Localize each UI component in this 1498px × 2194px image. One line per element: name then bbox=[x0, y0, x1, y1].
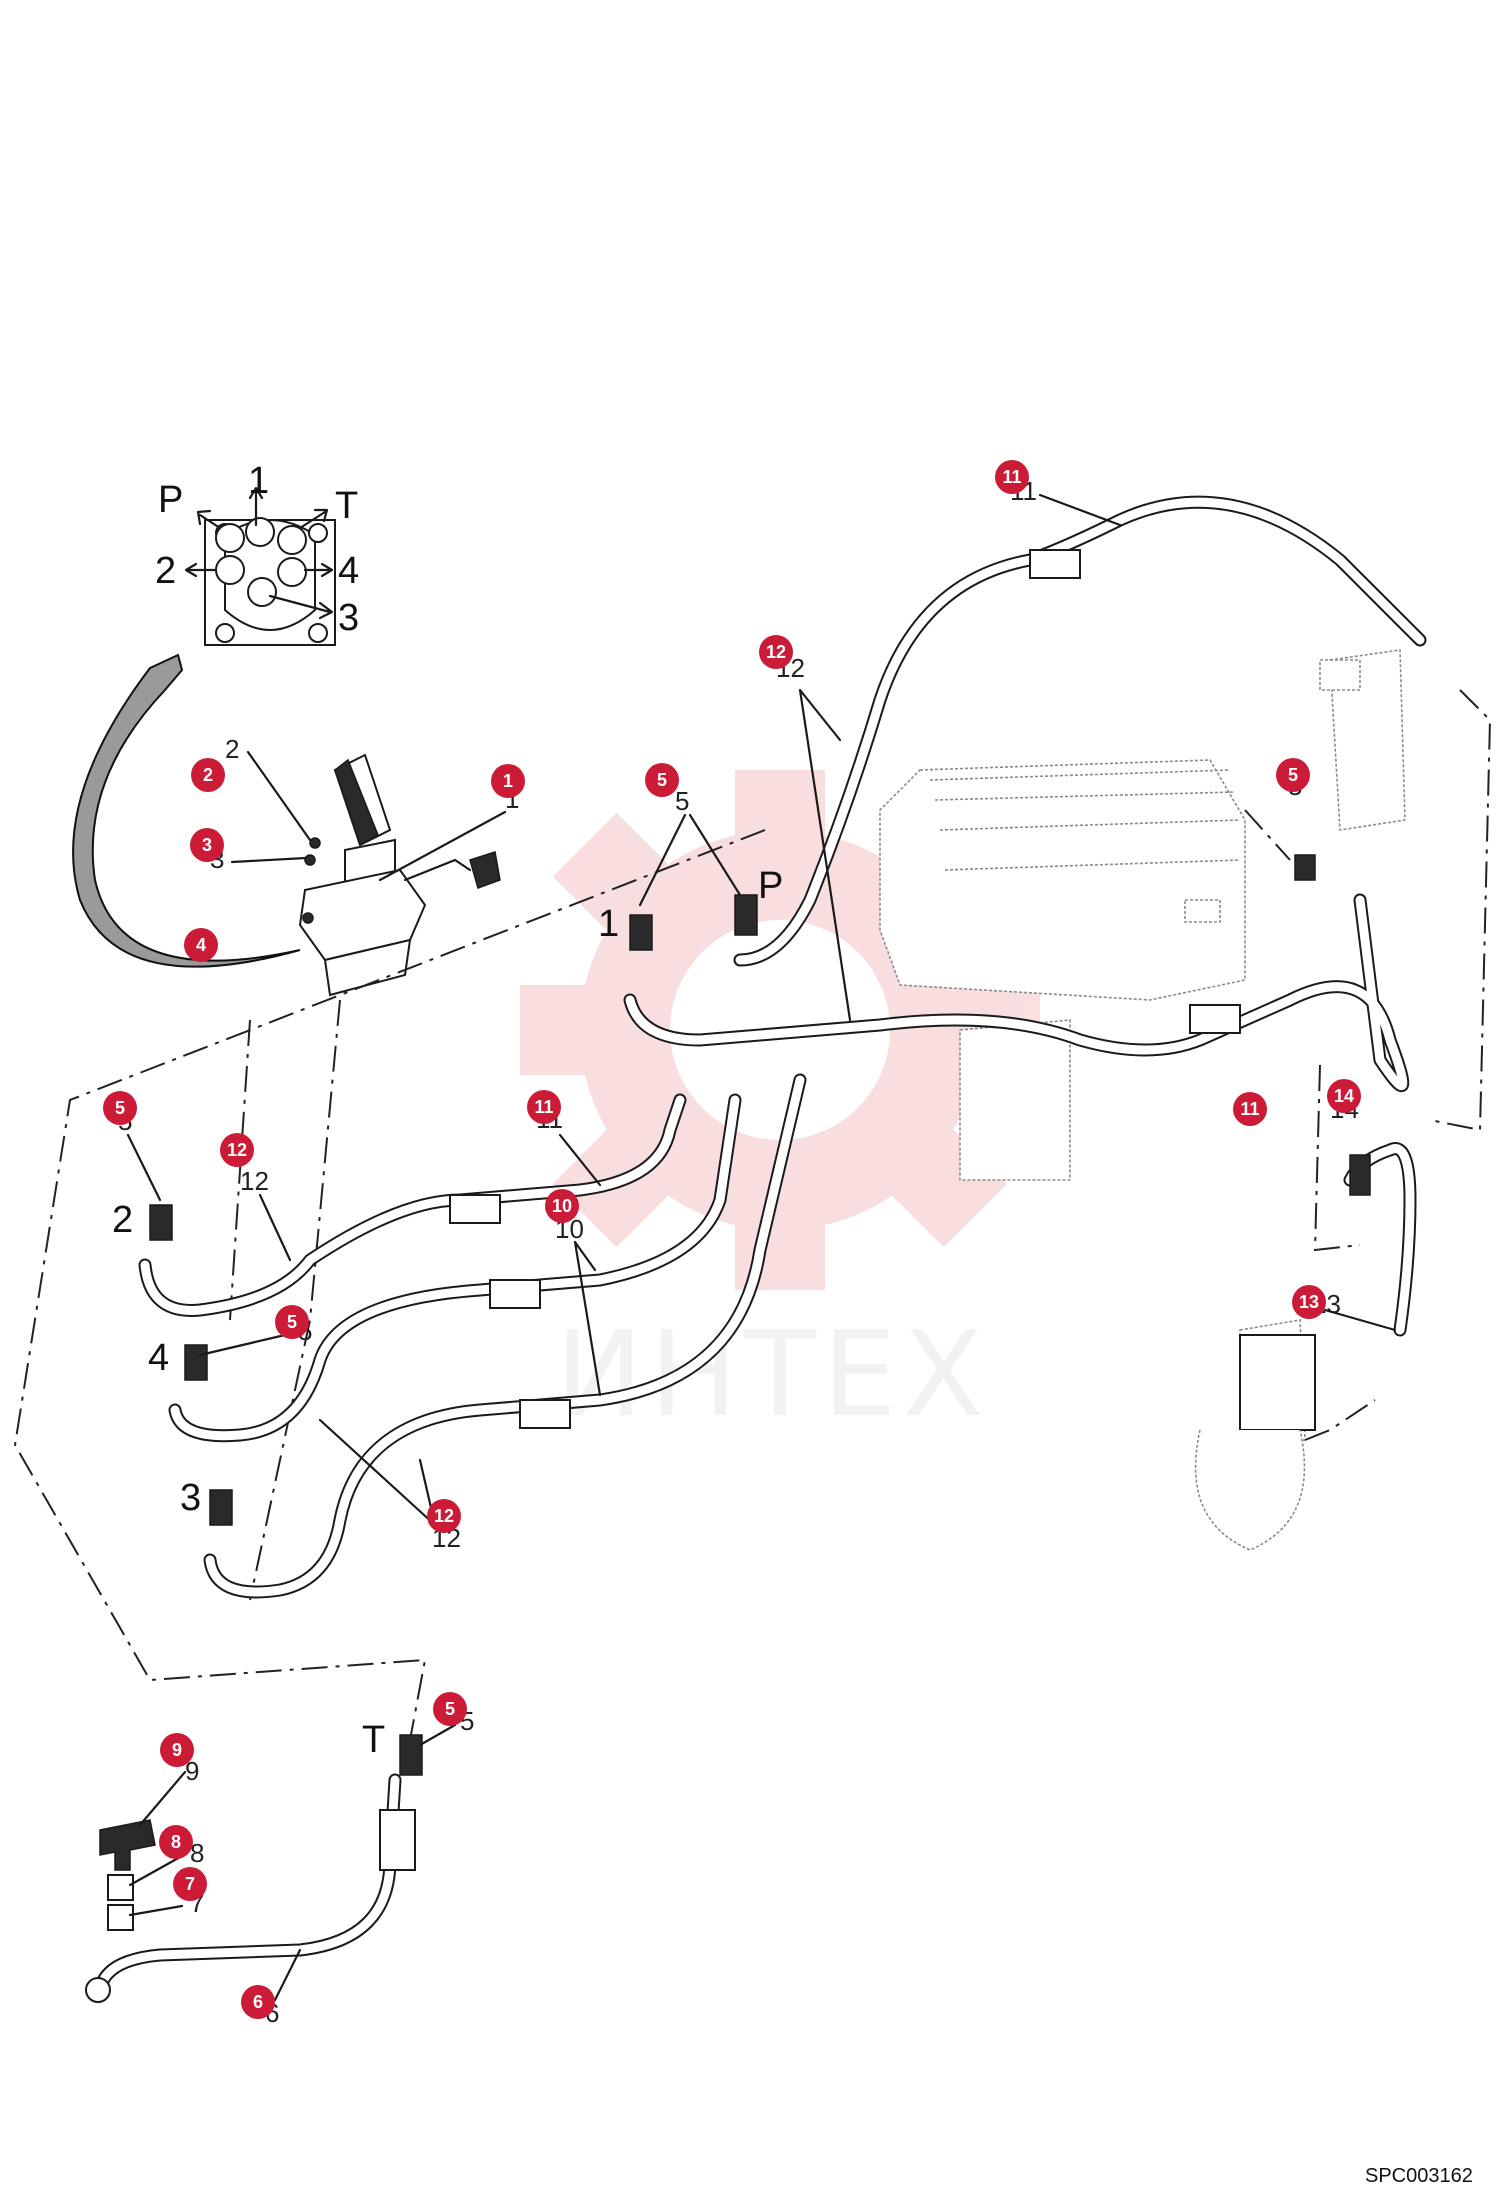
joystick-assembly bbox=[298, 753, 501, 997]
inset-port-p: P bbox=[158, 479, 183, 521]
left-port-4: 4 bbox=[148, 1337, 169, 1379]
valve-port-p: P bbox=[758, 865, 783, 907]
badge-5-right[interactable]: 5 bbox=[1276, 758, 1310, 792]
ref-8: 8 bbox=[190, 1838, 204, 1868]
control-valve-block bbox=[879, 649, 1406, 1551]
inset-port-2: 2 bbox=[155, 550, 176, 592]
badge-11-top[interactable]: 11 bbox=[995, 460, 1029, 494]
badge-12-bottom[interactable]: 12 bbox=[427, 1499, 461, 1533]
badge-6[interactable]: 6 bbox=[241, 1985, 275, 2019]
svg-text:5: 5 bbox=[445, 1699, 455, 1719]
svg-text:8: 8 bbox=[171, 1832, 181, 1852]
tank-port-t: T bbox=[362, 1719, 385, 1761]
badge-5-left2[interactable]: 5 bbox=[275, 1305, 309, 1339]
badge-4[interactable]: 4 bbox=[184, 928, 218, 962]
svg-text:5: 5 bbox=[657, 770, 667, 790]
svg-text:11: 11 bbox=[1240, 1099, 1259, 1119]
badge-13[interactable]: 13 bbox=[1292, 1285, 1326, 1319]
badge-8[interactable]: 8 bbox=[159, 1825, 193, 1859]
left-port-3: 3 bbox=[180, 1477, 201, 1519]
svg-text:3: 3 bbox=[202, 835, 212, 855]
svg-text:11: 11 bbox=[1002, 467, 1021, 487]
badge-7[interactable]: 7 bbox=[173, 1867, 207, 1901]
badge-10[interactable]: 10 bbox=[545, 1189, 579, 1223]
drawing-code: SPC003162 bbox=[1365, 2165, 1473, 2187]
svg-text:5: 5 bbox=[1288, 765, 1298, 785]
svg-text:14: 14 bbox=[1334, 1086, 1354, 1106]
badge-11-right[interactable]: 11 bbox=[1233, 1092, 1267, 1126]
hose-group bbox=[93, 495, 1427, 1997]
fitting-group bbox=[85, 549, 1371, 2003]
inset-port-t: T bbox=[335, 485, 358, 527]
inset-port-3: 3 bbox=[338, 597, 359, 639]
badge-5-t[interactable]: 5 bbox=[433, 1692, 467, 1726]
badge-3[interactable]: 3 bbox=[190, 828, 224, 862]
guide-lines bbox=[13, 689, 1492, 1741]
svg-text:12: 12 bbox=[227, 1140, 247, 1160]
svg-text:11: 11 bbox=[534, 1097, 553, 1117]
svg-text:12: 12 bbox=[434, 1506, 454, 1526]
svg-text:6: 6 bbox=[253, 1992, 263, 2012]
svg-text:9: 9 bbox=[172, 1740, 182, 1760]
inset-port-4: 4 bbox=[338, 550, 359, 592]
badge-12-left[interactable]: 12 bbox=[220, 1133, 254, 1167]
badge-1[interactable]: 1 bbox=[491, 764, 525, 798]
badge-9[interactable]: 9 bbox=[160, 1733, 194, 1767]
watermark-text: ИНТЕХ bbox=[555, 1305, 989, 1443]
svg-text:10: 10 bbox=[552, 1196, 572, 1216]
svg-text:12: 12 bbox=[766, 642, 786, 662]
badge-14[interactable]: 14 bbox=[1327, 1079, 1361, 1113]
badge-5-mid[interactable]: 5 bbox=[645, 763, 679, 797]
inset-pointer-arrow bbox=[72, 653, 301, 968]
ref-2: 2 bbox=[225, 734, 239, 764]
svg-text:5: 5 bbox=[287, 1312, 297, 1332]
svg-text:4: 4 bbox=[196, 935, 206, 955]
svg-text:1: 1 bbox=[503, 771, 513, 791]
left-port-2: 2 bbox=[112, 1199, 133, 1241]
connector-inset: P 1 T 2 4 3 bbox=[155, 460, 359, 646]
badge-5-left[interactable]: 5 bbox=[103, 1091, 137, 1125]
badge-11-mid[interactable]: 11 bbox=[527, 1090, 561, 1124]
ref-9: 9 bbox=[185, 1756, 199, 1786]
svg-text:7: 7 bbox=[185, 1874, 195, 1894]
badge-2[interactable]: 2 bbox=[191, 758, 225, 792]
ref-12-left: 12 bbox=[240, 1166, 269, 1196]
valve-port-1: 1 bbox=[598, 903, 619, 945]
svg-text:13: 13 bbox=[1299, 1292, 1319, 1312]
svg-text:5: 5 bbox=[115, 1098, 125, 1118]
svg-text:2: 2 bbox=[203, 765, 213, 785]
ref-5-mid: 5 bbox=[675, 786, 689, 816]
badge-12-top[interactable]: 12 bbox=[759, 635, 793, 669]
inset-port-1: 1 bbox=[248, 460, 269, 502]
